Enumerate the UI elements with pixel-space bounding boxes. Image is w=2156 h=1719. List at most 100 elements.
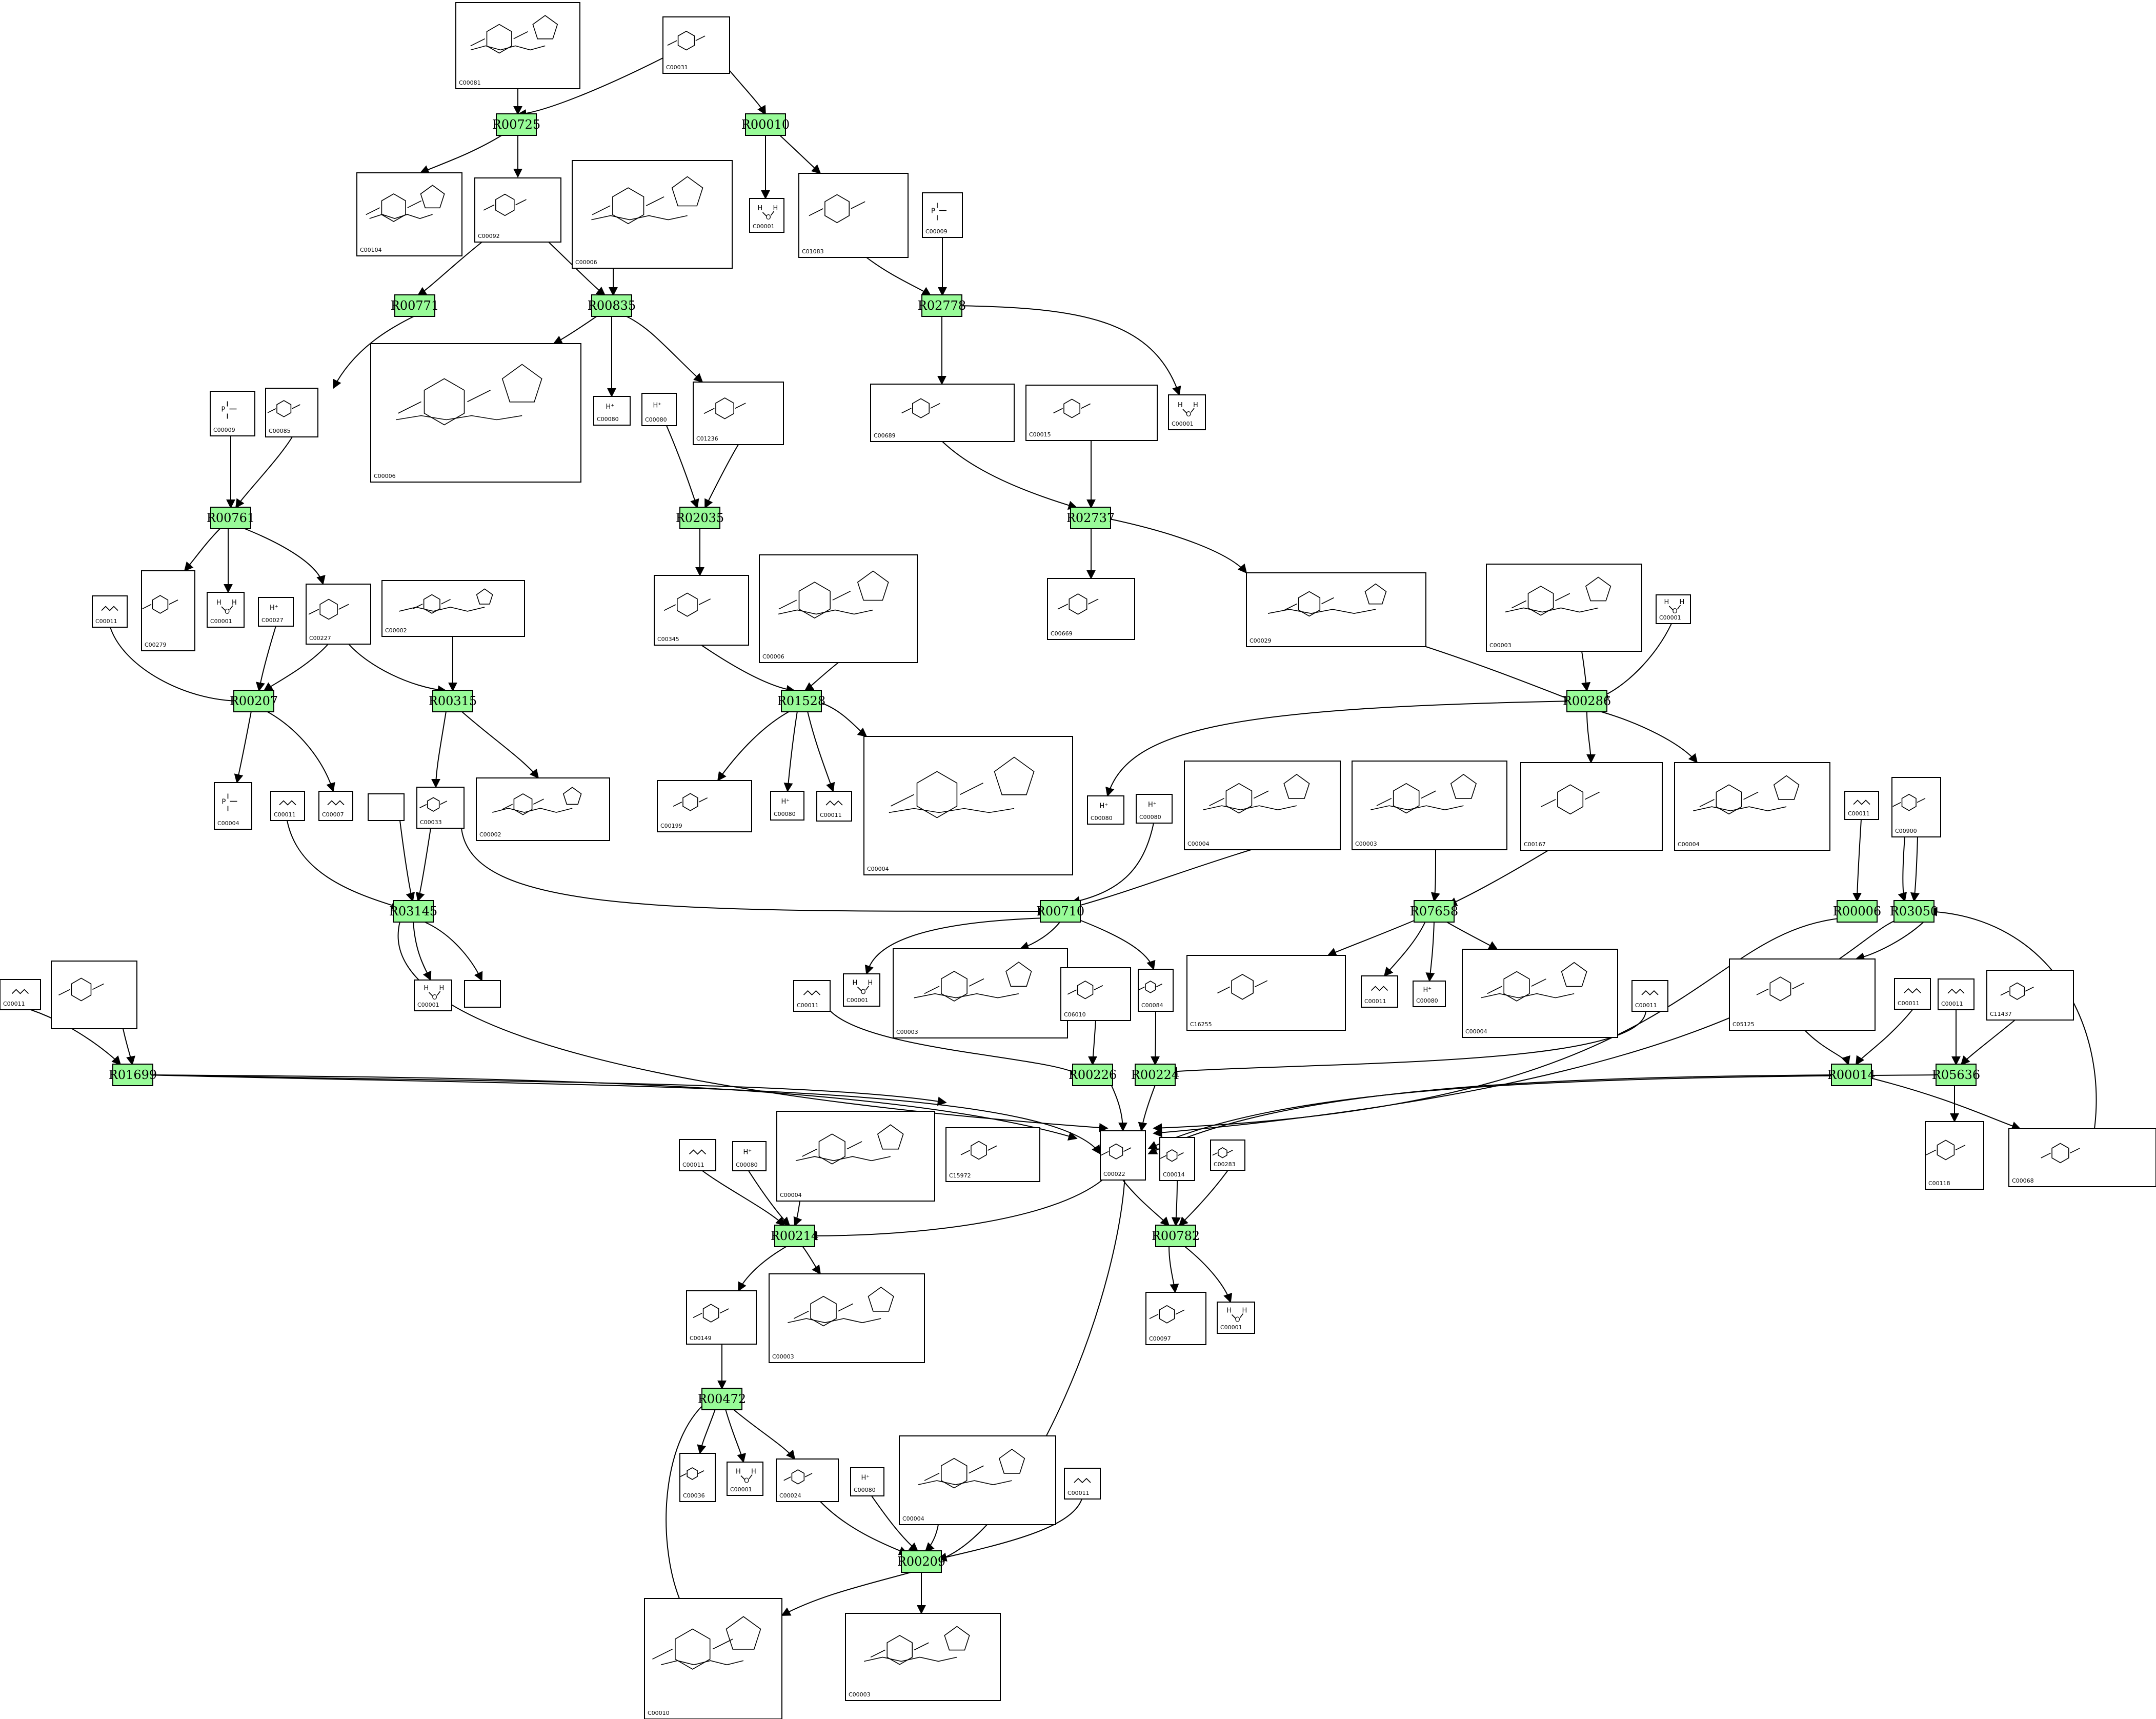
compound-node[interactable]: C00084	[1138, 969, 1174, 1012]
compound-node[interactable]: C00006	[759, 554, 918, 663]
compound-node[interactable]: C00283	[1210, 1140, 1245, 1171]
compound-node[interactable]: C00011	[1894, 978, 1931, 1010]
compound-node[interactable]: C00149	[686, 1290, 757, 1345]
compound-node[interactable]: C00015	[1025, 385, 1158, 441]
compound-node[interactable]: C00003	[769, 1273, 925, 1363]
compound-node[interactable]: C01236	[693, 382, 784, 445]
reaction-node[interactable]: R00315	[429, 690, 477, 712]
compound-node[interactable]: C00011	[270, 791, 305, 821]
reaction-node[interactable]: R00710	[1036, 900, 1084, 923]
compound-node[interactable]: H⁺C00080	[593, 396, 631, 426]
reaction-node[interactable]: R00226	[1069, 1064, 1117, 1086]
compound-node[interactable]: C00003	[1352, 761, 1507, 850]
reaction-node[interactable]: R00286	[1563, 690, 1611, 712]
compound-node[interactable]: C00167	[1520, 762, 1663, 851]
compound-node[interactable]: C00689	[870, 384, 1015, 442]
reaction-node[interactable]: R00835	[588, 294, 636, 317]
compound-node[interactable]: H⁺C00080	[770, 791, 804, 821]
compound-node[interactable]: C00022	[1100, 1130, 1146, 1181]
compound-node[interactable]: C00900	[1891, 777, 1941, 837]
compound-node[interactable]: C00011	[1938, 978, 1974, 1010]
compound-node[interactable]	[368, 793, 405, 821]
compound-node[interactable]: C00006	[572, 160, 733, 269]
compound-node[interactable]: C00227	[306, 584, 371, 645]
compound-node[interactable]: C16255	[1186, 955, 1346, 1031]
compound-node[interactable]: C00068	[2008, 1128, 2156, 1187]
compound-node[interactable]: C00007	[318, 791, 353, 821]
reaction-node[interactable]: R00209	[897, 1550, 945, 1573]
compound-node[interactable]: C00033	[416, 787, 465, 829]
reaction-node[interactable]: R00006	[1833, 900, 1881, 923]
reaction-node[interactable]: R03050	[1890, 900, 1938, 923]
compound-node[interactable]: C00011	[1361, 975, 1398, 1008]
reaction-node[interactable]: R03145	[389, 900, 437, 923]
reaction-node[interactable]: R02778	[918, 294, 966, 317]
compound-node[interactable]: C00014	[1159, 1137, 1195, 1181]
compound-node[interactable]	[464, 980, 501, 1008]
compound-node[interactable]: C00003	[893, 948, 1068, 1038]
compound-node[interactable]: C00199	[657, 780, 752, 832]
compound-node[interactable]: H⁺C00080	[1413, 981, 1446, 1007]
compound-node[interactable]: H⁺C00080	[850, 1467, 884, 1496]
compound-node[interactable]: C00004	[863, 736, 1073, 875]
compound-node[interactable]: C00118	[1925, 1121, 1984, 1190]
compound-node[interactable]: C00081	[455, 2, 580, 89]
reaction-node[interactable]: R00782	[1152, 1225, 1200, 1247]
compound-node[interactable]: C00345	[654, 575, 749, 646]
compound-node[interactable]: H⁺C00080	[1136, 794, 1173, 824]
reaction-node[interactable]: R00761	[207, 507, 255, 529]
reaction-node[interactable]: R00014	[1827, 1064, 1876, 1086]
compound-node[interactable]: C11437	[1986, 970, 2074, 1021]
compound-node[interactable]	[51, 961, 137, 1029]
compound-node[interactable]: C00003	[1486, 564, 1642, 652]
compound-node[interactable]: H⁺C00080	[732, 1141, 767, 1171]
reaction-node[interactable]: R00725	[492, 113, 540, 136]
compound-node[interactable]: C05125	[1729, 958, 1876, 1031]
compound-node[interactable]: C00004	[1184, 761, 1341, 850]
compound-node[interactable]: C01083	[798, 173, 909, 258]
compound-node[interactable]: C15972	[945, 1127, 1040, 1182]
reaction-node[interactable]: R00224	[1131, 1064, 1179, 1086]
reaction-node[interactable]: R01699	[109, 1064, 157, 1086]
compound-node[interactable]: C00011	[0, 979, 41, 1010]
compound-node[interactable]: C00011	[1064, 1468, 1101, 1500]
compound-node[interactable]: C00104	[356, 172, 462, 256]
compound-node[interactable]: C00031	[662, 16, 730, 74]
compound-node[interactable]: C00011	[816, 791, 852, 822]
compound-node[interactable]: C00011	[679, 1139, 716, 1171]
compound-node[interactable]: C00011	[793, 980, 831, 1012]
compound-node[interactable]: C00006	[370, 343, 581, 483]
compound-node[interactable]: C00085	[265, 388, 318, 437]
reaction-node[interactable]: R05636	[1932, 1064, 1980, 1086]
reaction-node[interactable]: R00207	[230, 690, 278, 712]
reaction-node[interactable]: R00472	[698, 1388, 746, 1410]
reaction-node[interactable]: R02737	[1066, 507, 1115, 529]
compound-node[interactable]: H⁺C00080	[641, 393, 677, 426]
compound-node[interactable]: C00092	[474, 177, 561, 243]
compound-node[interactable]: C00004	[899, 1435, 1056, 1525]
compound-node[interactable]: C00002	[381, 580, 525, 637]
compound-node[interactable]: C00004	[776, 1111, 935, 1202]
reaction-node[interactable]: R02035	[676, 507, 724, 529]
reaction-node[interactable]: R07658	[1410, 900, 1458, 923]
compound-node[interactable]: C00097	[1145, 1292, 1206, 1345]
compound-node[interactable]: H⁺C00080	[1087, 795, 1124, 825]
reaction-node[interactable]: R00010	[741, 113, 790, 136]
compound-node[interactable]: C00011	[92, 595, 128, 628]
compound-node[interactable]: C00011	[1844, 791, 1879, 820]
compound-node[interactable]: C00011	[1631, 980, 1668, 1012]
compound-node[interactable]: C00002	[476, 777, 610, 841]
reaction-node[interactable]: R00214	[771, 1225, 819, 1247]
reaction-node[interactable]: R00771	[391, 294, 439, 317]
